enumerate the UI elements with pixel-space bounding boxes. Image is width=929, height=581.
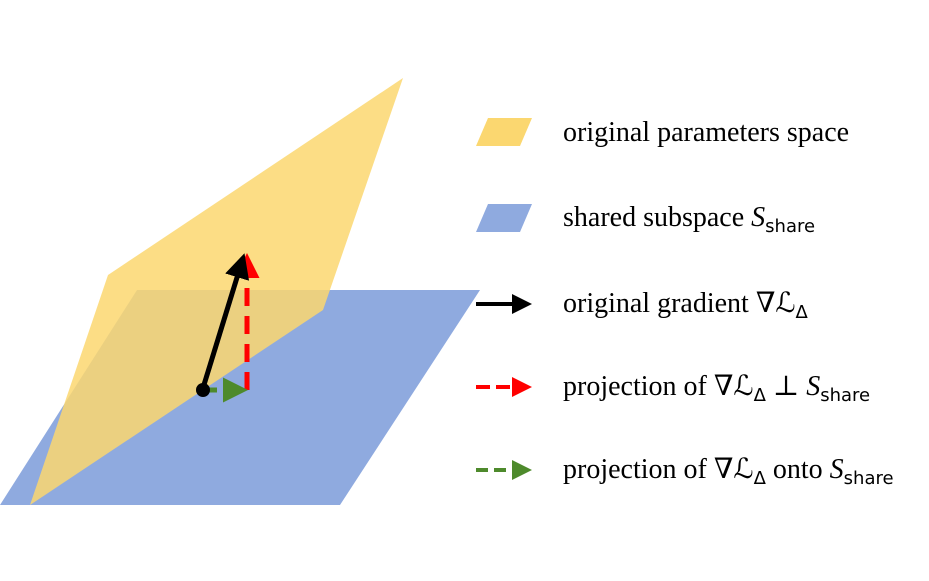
legend-label-shared-subspace: shared subspace Sshare bbox=[563, 202, 815, 237]
legend-label-orthogonal-projection: projection of ∇ℒΔ ⊥ Sshare bbox=[563, 371, 870, 406]
legend: original parameters space shared subspac… bbox=[476, 117, 894, 489]
legend-label-subspace-projection: projection of ∇ℒΔ onto Sshare bbox=[563, 454, 894, 489]
original-gradient-arrow bbox=[200, 253, 250, 389]
origin-point bbox=[196, 383, 210, 397]
original-parameter-space-plane bbox=[30, 78, 403, 505]
legend-swatch-shared-subspace bbox=[476, 204, 532, 232]
legend-label-original-space: original parameters space bbox=[563, 117, 849, 148]
legend-label-original-gradient: original gradient ∇ℒΔ bbox=[563, 288, 809, 323]
legend-swatch-original-space bbox=[476, 118, 532, 146]
